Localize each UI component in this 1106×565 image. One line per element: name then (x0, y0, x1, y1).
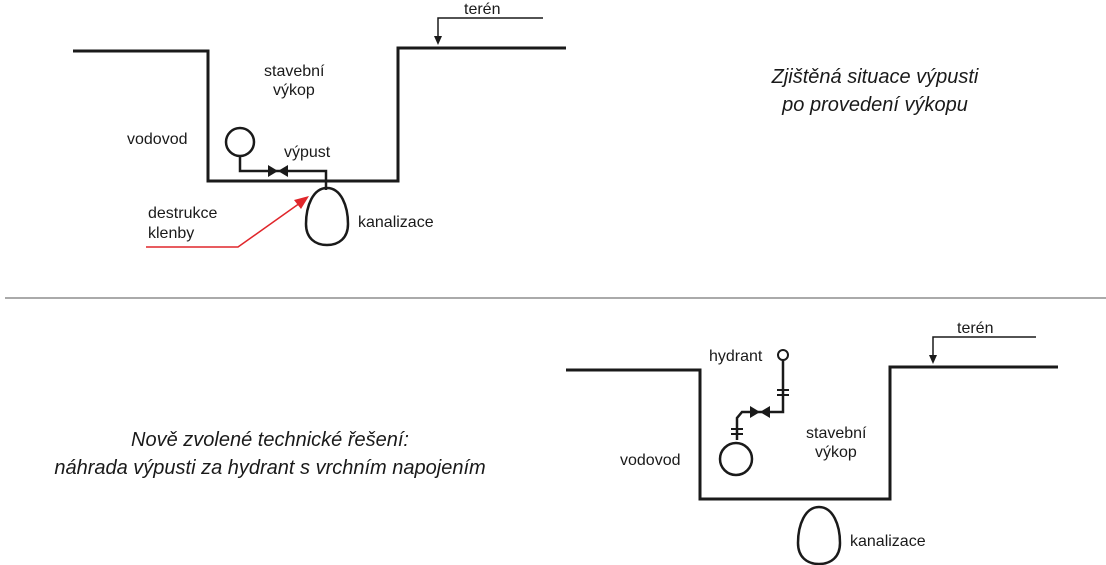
bottom-hydrant-label: hydrant (709, 348, 763, 365)
top-kanalizace-label: kanalizace (358, 214, 434, 231)
bottom-sewer-egg-shape (796, 505, 842, 565)
top-excavation-outline (73, 46, 566, 183)
top-vypust-label: výpust (284, 144, 331, 161)
bottom-diagram: Nově zvolené technické řešení: náhrada v… (54, 320, 1058, 565)
bottom-excavation-outline (566, 365, 1058, 501)
bottom-valve-icon (750, 406, 770, 418)
bottom-vykop-label: výkop (815, 444, 857, 461)
top-destruction-arrow (146, 196, 309, 248)
bottom-kanalizace-label: kanalizace (850, 533, 926, 550)
bottom-stavebni-label: stavební (806, 425, 867, 442)
bottom-lower-flange-icon (731, 428, 743, 435)
bottom-hydrant-icon (777, 349, 789, 361)
top-vykop-label: výkop (273, 82, 315, 99)
top-valve-icon (268, 165, 288, 177)
bottom-caption-line1: Nově zvolené technické řešení: (131, 429, 409, 451)
top-destrukce-label: destrukce (148, 205, 217, 222)
top-diagram: terén stavební výkop vodovod výpust kana… (73, 1, 979, 248)
bottom-upper-flange-icon (777, 389, 789, 396)
top-vodovod-label: vodovod (127, 131, 188, 148)
top-caption-line2: po provedení výkopu (781, 94, 968, 116)
top-klenby-label: klenby (148, 225, 194, 242)
bottom-caption-line2: náhrada výpusti za hydrant s vrchním nap… (54, 457, 485, 479)
top-terrain-label: terén (464, 1, 500, 18)
top-water-pipe-circle (224, 126, 256, 158)
bottom-hydrant-pipe (735, 360, 785, 440)
bottom-terrain-marker (929, 336, 1036, 364)
top-caption-line1: Zjištěná situace výpusti (771, 66, 979, 88)
bottom-water-pipe-circle (718, 441, 754, 477)
bottom-vodovod-label: vodovod (620, 452, 681, 469)
top-terrain-marker (434, 17, 543, 45)
top-stavebni-label: stavební (264, 63, 325, 80)
bottom-terrain-label: terén (957, 320, 993, 337)
top-sewer-egg-shape (304, 186, 350, 247)
